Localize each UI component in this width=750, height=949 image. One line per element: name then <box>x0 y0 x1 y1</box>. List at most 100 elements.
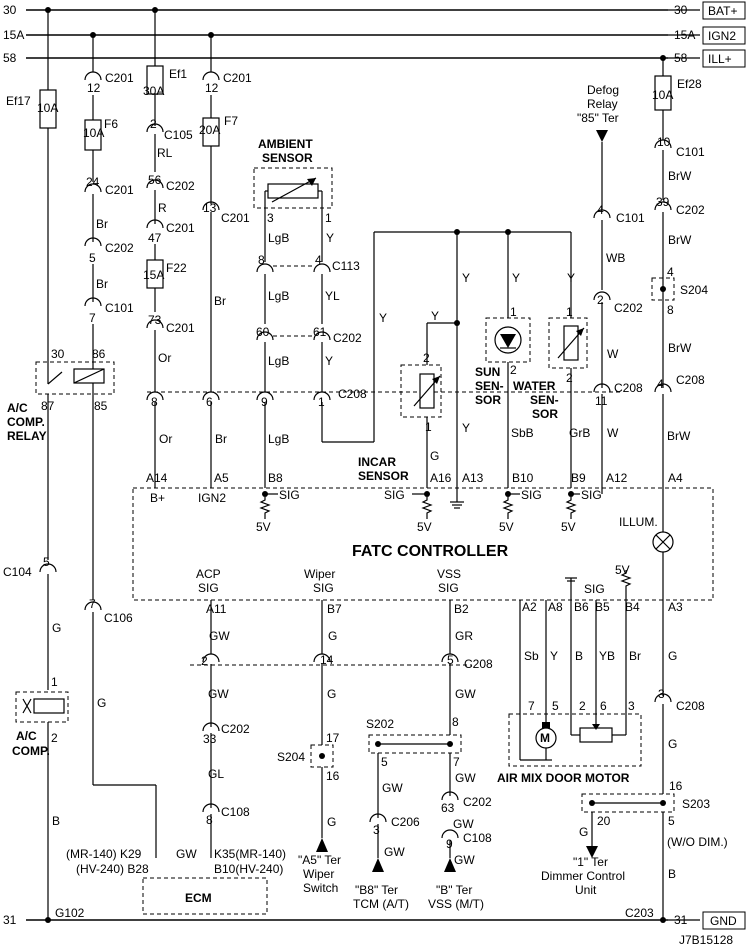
wire-br-relay: Br <box>96 217 108 231</box>
wire-y-4: Y <box>462 271 470 285</box>
wire-b-gnd: B <box>668 867 676 881</box>
s203-pin-20: 20 <box>597 814 611 828</box>
compressor-branch: Ef17 10A 30 87 85 A/C COMP. RELAY 5 C104… <box>3 10 115 920</box>
ambient-pin-1: 1 <box>325 211 332 225</box>
supply-5v-a16: 5V <box>417 520 432 534</box>
connector-c106: C106 <box>104 611 133 625</box>
wire-gw-vss: GW <box>455 687 476 701</box>
terminal-a13: A13 <box>462 471 484 485</box>
wire-y-1: Y <box>326 231 334 245</box>
gnd-rail-label: GND <box>710 914 737 928</box>
connector-c201-b: C201 <box>105 183 134 197</box>
wire-g-wiper-3: G <box>327 815 336 829</box>
c208-pin-6: 6 <box>206 395 213 409</box>
fuse-ef28-rating: 10A <box>652 88 673 102</box>
vss-dest-2: VSS (M/T) <box>428 897 484 911</box>
wire-b-ground: B <box>52 814 60 828</box>
without-dimmer-note: (W/O DIM.) <box>667 835 728 849</box>
ambient-sensor: AMBIENT SENSOR 3 1 LgB Y 8 4 C113 LgB YL… <box>253 137 362 392</box>
terminal-a11: A11 <box>206 602 227 616</box>
connector-c208-e: C208 <box>676 699 705 713</box>
wire-y-6: Y <box>462 421 470 435</box>
defog-branch: Defog Relay "85" Ter 4 C101 WB 2 C202 W … <box>577 83 645 488</box>
defog-label-3: "85" Ter <box>577 111 619 125</box>
fuse-f7-name: F7 <box>224 114 238 128</box>
wire-gw-vss-4: GW <box>454 853 475 867</box>
water-sensor-label-2: SEN- <box>530 393 559 407</box>
ground-g102: G102 <box>55 906 85 920</box>
s203-pin-5: 5 <box>668 814 675 828</box>
fuse-f7-rating: 20A <box>199 123 220 137</box>
water-sensor-label-3: SOR <box>532 407 558 421</box>
signal-sig-b10: SIG <box>521 488 542 502</box>
signal-ign2: IGN2 <box>198 491 226 505</box>
signal-wiper-2: SIG <box>313 581 334 595</box>
terminal-a3: A3 <box>668 600 683 614</box>
bat-rail-label: BAT+ <box>708 4 737 18</box>
c202-pin-63: 63 <box>441 801 455 815</box>
supply-5v-b8: 5V <box>256 520 271 534</box>
wire-w-2: W <box>607 426 619 440</box>
water-pin-2: 2 <box>566 371 573 385</box>
motor-pin-7: 7 <box>528 699 535 713</box>
wiper-dest-2: Wiper <box>303 867 334 881</box>
connector-c208-c: C208 <box>676 373 705 387</box>
fuse-f22-rating: 15A <box>143 268 164 282</box>
splice-s202: S202 <box>366 717 394 731</box>
c208-pin-11: 11 <box>595 394 608 408</box>
terminal-a16: A16 <box>430 471 452 485</box>
signal-vss-2: SIG <box>438 581 459 595</box>
c101-pin-7: 7 <box>89 311 96 325</box>
s204-pin-4: 4 <box>667 265 674 279</box>
sun-pin-1: 1 <box>510 305 517 319</box>
supply-5v-b9: 5V <box>561 520 576 534</box>
c104-pin-5: 5 <box>43 555 50 569</box>
compressor-pin-2: 2 <box>51 731 58 745</box>
dimmer-dest-2: Dimmer Control <box>541 869 625 883</box>
c201-pin-12: 12 <box>87 81 101 95</box>
wire-or: Or <box>158 351 171 365</box>
terminal-b7: B7 <box>327 602 342 616</box>
wire-g-wiper-2: G <box>327 687 336 701</box>
connector-c208-a: C208 <box>338 387 367 401</box>
terminal-b6: B6 <box>574 600 589 614</box>
sun-sensor-label-1: SUN <box>475 365 500 379</box>
terminal-b4: B4 <box>625 600 640 614</box>
connector-c105: C105 <box>164 128 193 142</box>
wire-brw-1: BrW <box>668 169 692 183</box>
s204-pin-16: 16 <box>326 769 340 783</box>
incar-sensor-label-1: INCAR <box>358 455 396 469</box>
connector-c208-b: C208 <box>614 381 643 395</box>
relay-pin-85: 85 <box>94 399 108 413</box>
wire-y-3: Y <box>379 311 387 325</box>
connector-c202-f: C202 <box>221 722 250 736</box>
illumination-branch: Ef28 10A 10 C101 BrW 39 C202 BrW 4 8 S20… <box>651 58 708 488</box>
motor-pin-3: 3 <box>628 699 635 713</box>
dimmer-dest-1: "1" Ter <box>573 855 608 869</box>
wire-br-ign2: Br <box>214 294 226 308</box>
ef1-branch: Ef1 30A 2 C105 RL 56 C202 R C201 47 15A … <box>143 10 195 392</box>
wire-sbb: SbB <box>511 426 534 440</box>
connector-c202-d: C202 <box>614 301 643 315</box>
connector-c201-f: C201 <box>221 211 250 225</box>
connector-c208-d: C208 <box>464 657 493 671</box>
terminal-b2: B2 <box>454 602 469 616</box>
signal-sig-b5: SIG <box>584 582 605 596</box>
terminal-a14: A14 <box>146 471 168 485</box>
ecm-pin-k29: (MR-140) K29 <box>66 847 142 861</box>
wire-gw-vss-3: GW <box>453 817 474 831</box>
signal-wiper-1: Wiper <box>304 567 335 581</box>
figure-id: J7B15128 <box>679 933 733 947</box>
connector-c202-c: C202 <box>333 331 362 345</box>
wire-y-water: Y <box>567 271 575 285</box>
ecm-pin-b28: (HV-240) B28 <box>76 862 149 876</box>
wire-br-motor: Br <box>629 649 641 663</box>
relay-label-line1: A/C <box>7 401 28 415</box>
ambient-pin-3: 3 <box>267 211 274 225</box>
terminal-a5: A5 <box>214 471 229 485</box>
connector-c108-b: C108 <box>463 831 492 845</box>
fuse-ef28-name: Ef28 <box>677 77 702 91</box>
incar-sensor-label-2: SENSOR <box>358 469 409 483</box>
terminal-b5: B5 <box>595 600 610 614</box>
